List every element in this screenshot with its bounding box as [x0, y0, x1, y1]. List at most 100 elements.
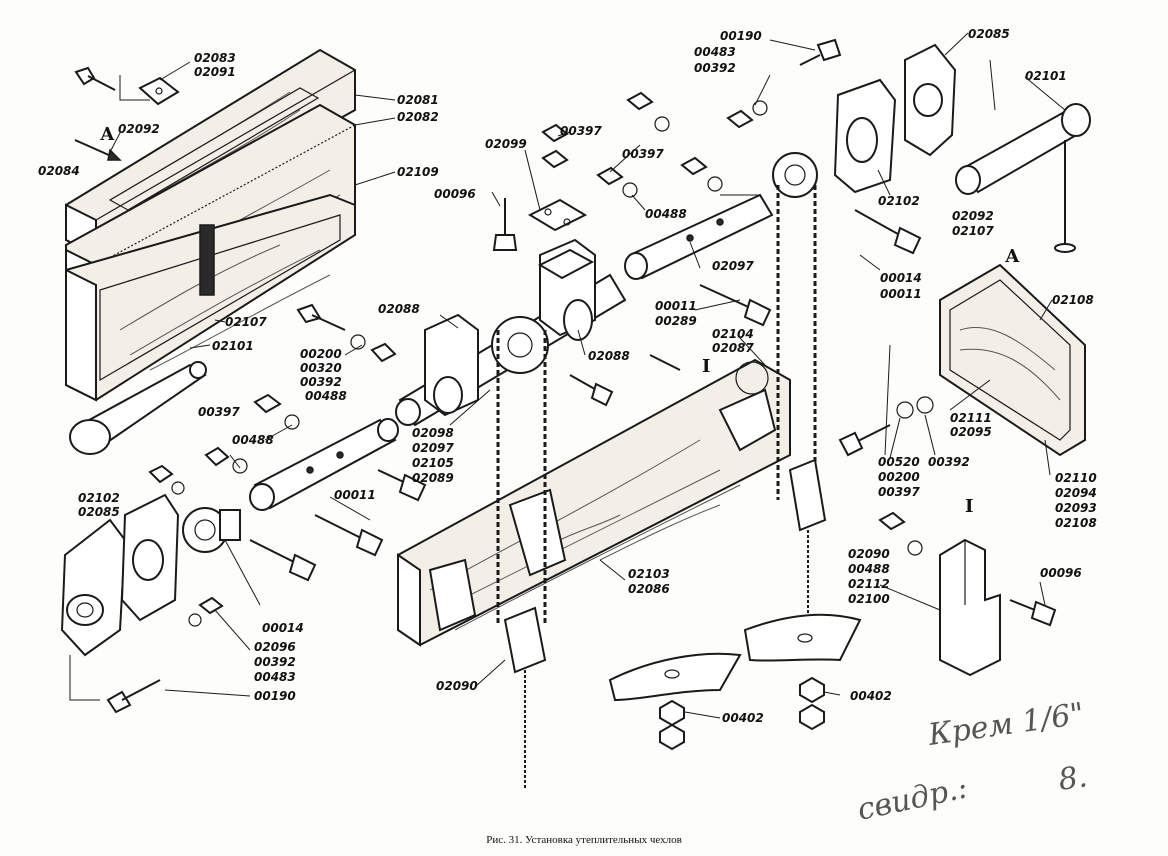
cover-panel-bottom — [65, 193, 356, 402]
callout-c41-line3: 02112 — [848, 577, 890, 591]
callout-c21: 00096 — [434, 187, 476, 201]
chain-right — [776, 185, 817, 500]
nut-00397-right — [878, 511, 923, 556]
callout-c40-line4: 02108 — [1055, 516, 1097, 530]
sprocket-02096-center — [491, 316, 549, 374]
section-marks: А А I I — [74, 124, 1020, 517]
callout-c8-line2: 00320 — [300, 361, 342, 375]
callout-c28-line2: 02087 — [712, 341, 754, 355]
bearing-block-02088-left — [424, 313, 479, 417]
figure-caption: Рис. 31. Установка утеплительных чехлов — [486, 834, 682, 846]
floor-plate-left — [608, 652, 742, 702]
callout-c20: 02090 — [436, 679, 478, 693]
callout-c41-line1: 02090 — [848, 547, 890, 561]
callout-c1-line1: 02083 — [194, 51, 236, 65]
callout-c30-line3: 00392 — [694, 61, 736, 75]
handwriting-line-1: Крем 1/6" — [925, 696, 1086, 753]
callout-c35-line2: 02107 — [952, 224, 994, 238]
callout-c18: 02088 — [588, 349, 630, 363]
callout-c26: 02097 — [712, 259, 754, 273]
bolt-00096-center — [492, 198, 518, 251]
callout-c12-line2: 02085 — [78, 505, 120, 519]
bracket-02104 — [428, 388, 777, 632]
callout-c27-line2: 00289 — [655, 314, 697, 328]
callout-c12-line1: 02102 — [78, 491, 120, 505]
bolt-00096-right — [1009, 599, 1057, 627]
callout-c37-line1: 02111 — [950, 411, 992, 425]
callout-c16: 00190 — [254, 689, 296, 703]
callout-c2-line2: 02082 — [397, 110, 439, 124]
arrow-head-a-left — [107, 148, 122, 161]
callout-c15-line2: 00392 — [254, 655, 296, 669]
callout-c25: 00488 — [645, 207, 687, 221]
chain-left — [496, 330, 547, 625]
washers-00520 — [838, 396, 934, 457]
callout-c28-line1: 02104 — [712, 327, 754, 341]
detail-bracket-02100 — [939, 538, 1001, 677]
callout-c37-line2: 02095 — [950, 425, 992, 439]
section-label-a-right: А — [1005, 246, 1020, 267]
clip-plate-02083 — [138, 76, 180, 106]
shaft-02101-left — [69, 361, 207, 455]
bolt-00011-center — [649, 284, 772, 371]
callout-c29-line2: 02086 — [628, 582, 670, 596]
handwriting-line-3: свидр.: — [854, 770, 970, 827]
handwriting-line-2: 8. — [1056, 759, 1089, 798]
bearing-plate-02085-right — [904, 43, 957, 157]
callout-c9: 00397 — [198, 405, 240, 419]
section-label-i-top: I — [702, 356, 710, 377]
callout-c32: 02101 — [1025, 69, 1067, 83]
handwritten-note: Крем 1/6" 8. свидр.: — [854, 696, 1089, 827]
callout-c2-line1: 02081 — [397, 93, 439, 107]
callout-c44: 00402 — [850, 689, 892, 703]
callout-c38-line2: 00200 — [878, 470, 920, 484]
callout-c36: 02108 — [1052, 293, 1094, 307]
callout-c5: 02109 — [397, 165, 439, 179]
callout-c34-line2: 00011 — [880, 287, 922, 301]
sprocket-02096-left — [182, 507, 241, 553]
callout-c40-line1: 02110 — [1055, 471, 1097, 485]
plate-02099 — [527, 198, 595, 280]
callout-c29-line1: 02103 — [628, 567, 670, 581]
shaft-02101-right — [955, 103, 1091, 253]
callout-c40-line2: 02094 — [1055, 486, 1097, 500]
tube-02097-left — [249, 418, 399, 511]
cover-panel-right — [939, 263, 1086, 457]
nuts-00402 — [659, 676, 825, 751]
floor-plate-right — [743, 613, 862, 662]
callout-c17: 02088 — [378, 302, 420, 316]
callout-labels: 02083 02091 02081 02082 02092 02084 0210… — [38, 27, 1097, 725]
callout-c27-line1: 00011 — [655, 299, 697, 313]
callout-c35-line1: 02092 — [952, 209, 994, 223]
bolt-00011-left — [314, 469, 427, 557]
sprocket-right-top — [772, 152, 818, 198]
callout-c4: 02084 — [38, 164, 80, 178]
callout-c22: 02099 — [485, 137, 527, 151]
callout-c33: 02102 — [878, 194, 920, 208]
callout-c41-line2: 00488 — [848, 562, 890, 576]
nuts-00483-right — [726, 100, 768, 129]
bolt-00190-top-left — [74, 66, 116, 91]
bolt-center-small — [569, 374, 614, 407]
bolt-00190-top-right — [799, 38, 842, 66]
callout-c30-line1: 00190 — [720, 29, 762, 43]
tensioner-02090-right — [788, 458, 827, 640]
nuts-washers-left — [148, 464, 224, 627]
callout-c38-line3: 00397 — [878, 485, 920, 499]
bolt-00014-left — [249, 539, 317, 582]
callout-c23: 00397 — [560, 124, 602, 138]
callout-c24: 00397 — [622, 147, 664, 161]
callout-c10: 00488 — [305, 389, 347, 403]
callout-c30-line2: 00483 — [694, 45, 736, 59]
detail-circle-i — [735, 361, 769, 395]
callout-c8-line3: 00392 — [300, 375, 342, 389]
nuts-00397-left — [204, 393, 300, 474]
bolt-00200 — [296, 303, 397, 363]
bearing-plate-02102-right — [833, 78, 897, 194]
callout-c1-line2: 02091 — [194, 65, 236, 79]
section-label-a-left: А — [100, 124, 115, 145]
bearing-plate-02102-left — [60, 518, 127, 657]
callout-c39: 00392 — [928, 455, 970, 469]
